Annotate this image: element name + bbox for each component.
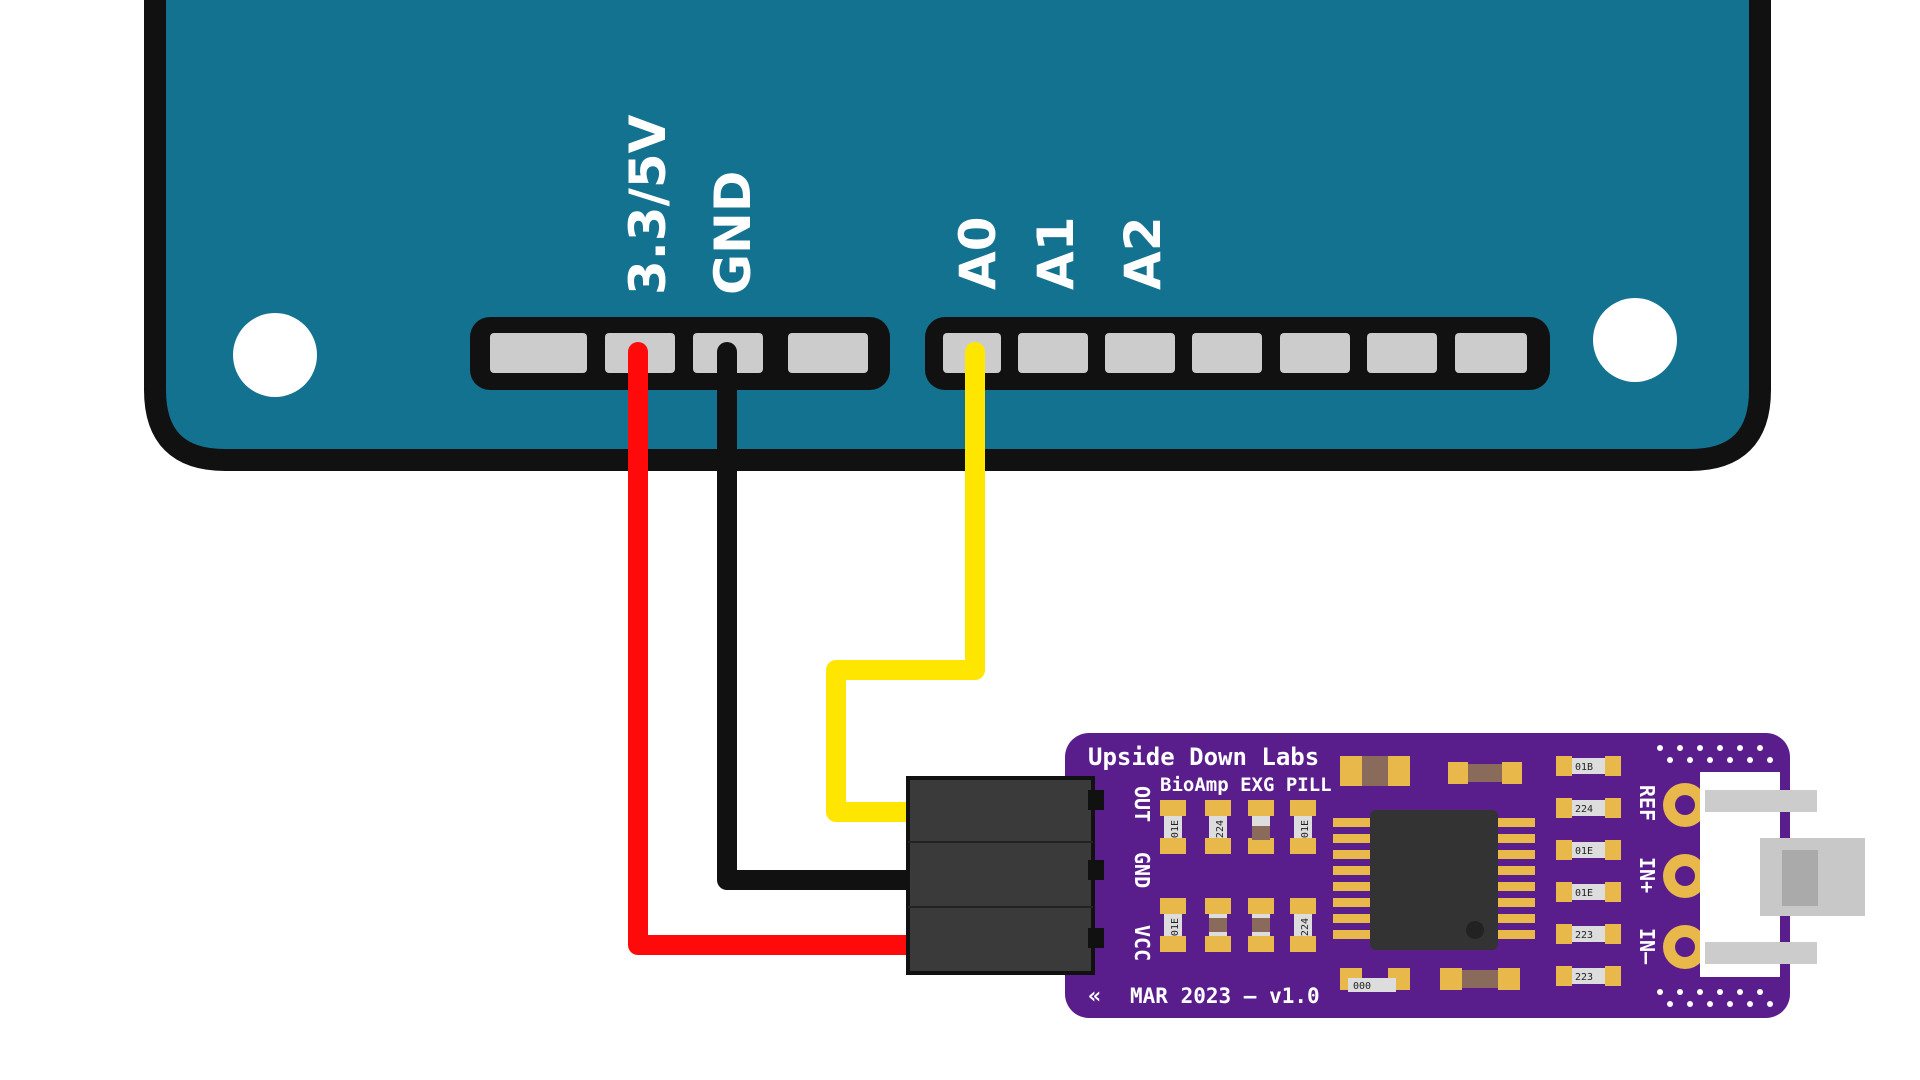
component-code-9: 01E	[1575, 888, 1593, 899]
analog-pin-a2	[1105, 333, 1175, 373]
mounting-hole-right	[1593, 298, 1677, 382]
power-header	[470, 317, 890, 390]
wire-ground-black	[717, 342, 920, 890]
analog-pin-a1	[1018, 333, 1088, 373]
component-code-7: 224	[1575, 804, 1593, 815]
analog-pin-a4	[1280, 333, 1350, 373]
analog-pin-a3	[1192, 333, 1262, 373]
component-code-12: 000	[1353, 981, 1371, 992]
amplifier-ic	[1333, 810, 1535, 950]
module-pin-gnd: GND	[1130, 852, 1154, 888]
analog-pin-a6	[1455, 333, 1527, 373]
bioamp-module: Upside Down Labs BioAmp EXG PILL MAR 202…	[906, 733, 1865, 1018]
module-pin-ref: REF	[1635, 785, 1659, 821]
power-pin-1	[490, 333, 587, 373]
component-code-2: 224	[1215, 820, 1226, 838]
module-pin-out: OUT	[1130, 786, 1154, 822]
pin-label-vcc: 3.3/5V	[619, 114, 677, 295]
pin-label-a1: A1	[1027, 217, 1085, 291]
module-header-connector	[906, 776, 1104, 975]
component-code-11: 223	[1575, 972, 1593, 983]
pin-label-a2: A2	[1114, 217, 1172, 291]
pin-label-a0: A0	[949, 217, 1007, 291]
module-date-version: MAR 2023 – v1.0	[1130, 984, 1320, 1008]
component-code-6: 01B	[1575, 762, 1593, 773]
mounting-hole-left	[233, 313, 317, 397]
component-code-1: 01E	[1170, 820, 1181, 838]
wire-signal-yellow	[826, 342, 985, 822]
component-code-8: 01E	[1575, 846, 1593, 857]
jst-connector	[1700, 772, 1865, 977]
module-pin-in-plus: IN+	[1635, 857, 1659, 893]
power-pin-4	[788, 333, 868, 373]
wire-power-red	[628, 342, 920, 955]
module-brand: Upside Down Labs	[1088, 743, 1319, 771]
module-product: BioAmp EXG PILL	[1160, 774, 1332, 796]
component-code-3: 01E	[1300, 820, 1311, 838]
wires	[628, 342, 985, 955]
via-pattern	[1657, 745, 1773, 1007]
component-code-5: 224	[1300, 918, 1311, 936]
component-code-4: 01E	[1170, 918, 1181, 936]
electrode-pads	[1663, 783, 1707, 969]
module-pin-vcc: VCC	[1130, 925, 1154, 961]
chevron-left-icon: «	[1088, 984, 1101, 1009]
pin-label-gnd: GND	[704, 171, 762, 295]
passive-components: 01E 224 01E 01E 224 01B 224 01E 01E 223 …	[1160, 756, 1621, 992]
analog-header	[925, 317, 1550, 390]
microcontroller-board: 3.3/5V GND A0 A1 A2	[144, 0, 1771, 471]
component-code-10: 223	[1575, 930, 1593, 941]
analog-pin-a5	[1367, 333, 1437, 373]
module-pin-in-minus: IN–	[1635, 928, 1659, 965]
